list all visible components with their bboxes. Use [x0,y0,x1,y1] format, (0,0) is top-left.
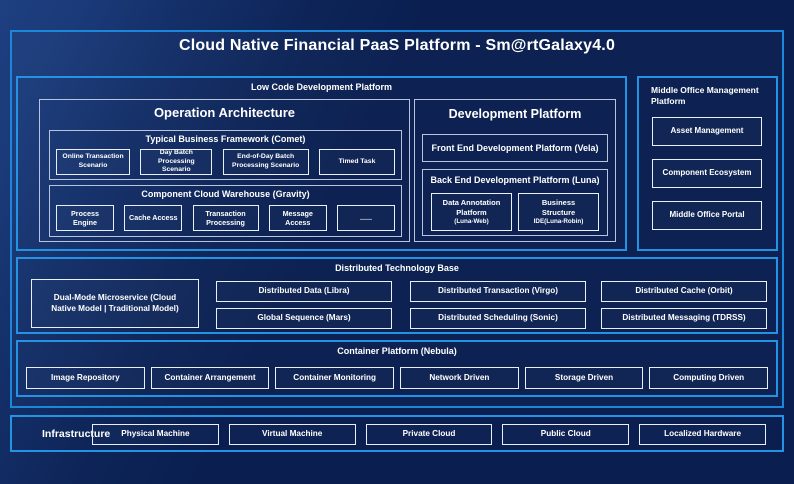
panel-infrastructure: Infrastructure Physical Machine Virtual … [10,415,784,452]
distributed-column-3: Distributed Cache (Orbit) Distributed Me… [601,281,767,329]
box-development-platform: Development Platform Front End Developme… [414,99,616,242]
infrastructure-items: Physical Machine Virtual Machine Private… [92,424,766,445]
page-title: Cloud Native Financial PaaS Platform - S… [178,37,616,54]
back-end-items: Data Annotation Platform (Luna-Web) Busi… [431,193,599,231]
component-warehouse-items: Process Engine Cache Access Transaction … [56,205,395,231]
box-typical-business-framework: Typical Business Framework (Comet) Onlin… [49,130,402,180]
data-annotation-line3: (Luna-Web) [454,217,489,225]
box-day-batch-processing-scenario: Day Batch Processing Scenario [140,149,213,175]
box-container-monitoring: Container Monitoring [275,367,395,389]
panel-container-platform: Container Platform (Nebula) Image Reposi… [16,340,778,397]
box-public-cloud: Public Cloud [502,424,630,445]
distributed-column-1: Distributed Data (Libra) Global Sequence… [216,281,392,329]
box-middle-office-portal: Middle Office Portal [652,201,762,230]
box-distributed-scheduling: Distributed Scheduling (Sonic) [410,308,586,329]
distributed-label: Distributed Technology Base [335,263,459,273]
box-image-repository: Image Repository [26,367,145,389]
box-localized-hardware: Localized Hardware [639,424,766,445]
panel-middle-office-management: Middle Office Management Platform Asset … [637,76,778,251]
box-component-ecosystem: Component Ecosystem [652,159,762,188]
panel-low-code-development: Low Code Development Platform Operation … [16,76,627,251]
platform-frame [10,30,784,408]
box-physical-machine: Physical Machine [92,424,219,445]
box-distributed-transaction: Distributed Transaction (Virgo) [410,281,586,302]
box-operation-architecture: Operation Architecture Typical Business … [39,99,410,242]
box-dual-mode-microservice: Dual-Mode Microservice (Cloud Native Mod… [31,279,199,328]
box-timed-task: Timed Task [318,149,395,175]
container-items: Image Repository Container Arrangement C… [26,367,769,389]
box-distributed-messaging: Distributed Messaging (TDRSS) [601,308,767,329]
box-network-driven: Network Driven [400,367,519,389]
typical-framework-items: Online Transaction Scenario Day Batch Pr… [56,149,395,175]
typical-framework-label: Typical Business Framework (Comet) [145,134,306,144]
component-warehouse-label: Component Cloud Warehouse (Gravity) [141,189,310,199]
box-message-access: Message Access [268,205,327,231]
box-container-arrangement: Container Arrangement [150,367,270,389]
box-distributed-cache: Distributed Cache (Orbit) [601,281,767,302]
box-end-of-day-batch-processing-scenario: End-of-Day Batch Processing Scenario [222,149,309,175]
box-cache-access: Cache Access [124,205,183,231]
box-front-end-development-platform: Front End Development Platform (Vela) [422,134,608,162]
box-distributed-data: Distributed Data (Libra) [216,281,392,302]
box-back-end-development-platform: Back End Development Platform (Luna) Dat… [422,169,608,236]
container-label: Container Platform (Nebula) [337,346,457,356]
box-online-transaction-scenario: Online Transaction Scenario [56,149,130,175]
data-annotation-line1: Data Annotation [442,198,501,208]
business-structure-line1: Business [541,198,576,208]
box-private-cloud: Private Cloud [365,424,493,445]
box-storage-driven: Storage Driven [524,367,644,389]
box-component-cloud-warehouse: Component Cloud Warehouse (Gravity) Proc… [49,185,402,237]
panel-distributed-technology-base: Distributed Technology Base Dual-Mode Mi… [16,257,778,334]
box-computing-driven: Computing Driven [649,367,769,389]
data-annotation-line2: Platform [456,207,487,217]
box-ellipsis: ...... [337,205,395,231]
box-data-annotation-platform: Data Annotation Platform (Luna-Web) [431,193,512,231]
box-transaction-processing: Transaction Processing [192,205,259,231]
low-code-panel-label: Low Code Development Platform [250,82,393,92]
business-structure-line3: IDE(Luna-Robin) [533,217,584,225]
box-business-structure-ide: Business Structure IDE(Luna-Robin) [518,193,599,231]
development-platform-title: Development Platform [448,107,582,121]
infrastructure-label: Infrastructure [42,427,111,440]
box-virtual-machine: Virtual Machine [228,424,356,445]
middle-office-label: Middle Office Management Platform [651,85,759,107]
box-process-engine: Process Engine [56,205,114,231]
box-global-sequence: Global Sequence (Mars) [216,308,392,329]
box-asset-management: Asset Management [652,117,762,146]
distributed-column-2: Distributed Transaction (Virgo) Distribu… [410,281,586,329]
back-end-label: Back End Development Platform (Luna) [430,175,600,185]
operation-architecture-title: Operation Architecture [153,105,296,120]
business-structure-line2: Structure [541,207,576,217]
